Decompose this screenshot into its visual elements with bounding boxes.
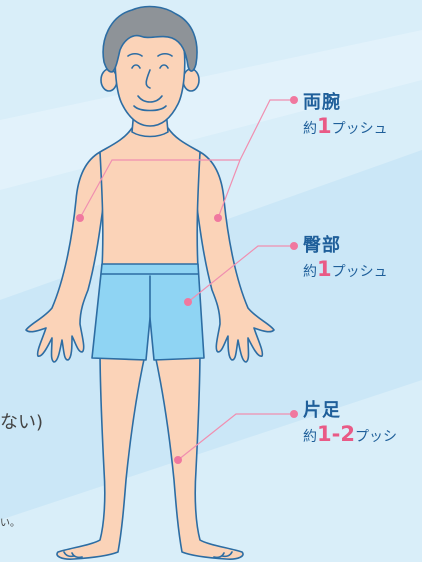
dot-right-arm [214, 214, 222, 222]
leader-line-buttocks [187, 245, 294, 303]
dot-leg-end [290, 410, 298, 418]
label-arms-title: 両腕 [303, 92, 341, 113]
left-ear [100, 68, 118, 92]
leader-line-leg [177, 413, 294, 461]
label-leg-number: 1-2 [317, 422, 355, 446]
dot-buttocks-end [290, 242, 298, 250]
dot-leg [174, 456, 182, 464]
right-leg [153, 347, 244, 560]
label-buttocks-prefix: 約 [303, 264, 317, 280]
label-arms-number: 1 [317, 114, 332, 138]
right-arm [195, 151, 275, 363]
label-buttocks: 臀部 約1プッシュ [303, 235, 388, 282]
label-leg-suffix: プッシ [354, 429, 397, 445]
cropped-text-small: い。 [0, 518, 20, 529]
right-ear [182, 68, 200, 92]
label-buttocks-amount: 約1プッシュ [303, 259, 388, 282]
cropped-text-large: ない) [0, 412, 44, 433]
hair [102, 5, 198, 73]
label-arms-suffix: プッシュ [331, 121, 388, 137]
label-leg-title: 片足 [303, 400, 341, 421]
dot-arms-end [290, 96, 298, 104]
label-leg-prefix: 約 [303, 429, 317, 445]
label-arms: 両腕 約1プッシュ [303, 92, 388, 139]
left-leg [56, 347, 147, 560]
label-leg: 片足 約1-2プッシ [303, 400, 397, 447]
label-arms-prefix: 約 [303, 121, 317, 137]
label-buttocks-title: 臀部 [303, 235, 341, 256]
label-leg-amount: 約1-2プッシ [303, 424, 397, 447]
label-arms-amount: 約1プッシュ [303, 116, 388, 139]
shorts [91, 263, 205, 361]
dot-left-arm [76, 214, 84, 222]
label-buttocks-number: 1 [317, 257, 332, 281]
left-arm [25, 151, 105, 363]
label-buttocks-suffix: プッシュ [331, 264, 388, 280]
torso [99, 127, 201, 269]
dot-buttocks [184, 298, 192, 306]
leader-line-arms [79, 99, 294, 219]
